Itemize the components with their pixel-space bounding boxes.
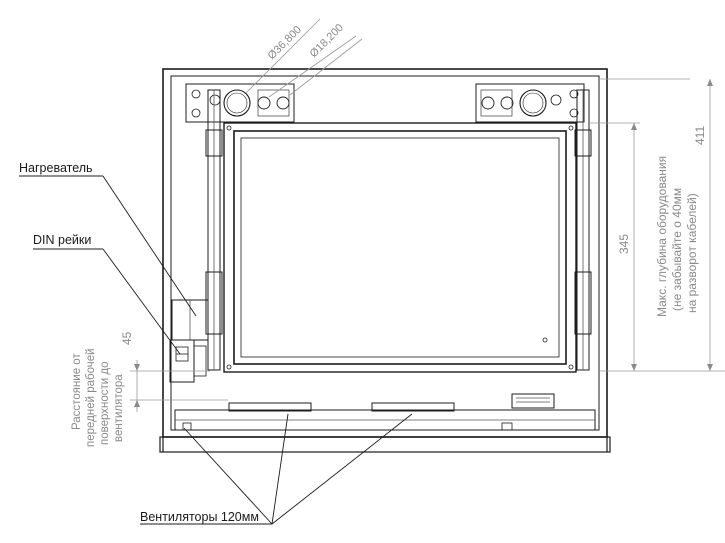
depth-note-line1: Макс. глубина оборудования [655,156,669,317]
dimension-345: 345 [617,234,631,254]
dimension-411: 411 [693,126,707,145]
dimension-45: 45 [120,331,134,345]
din-leader [33,248,181,355]
distance-note-line2: передней рабочей [85,348,97,447]
dimension-dia-small: Ø18,200 [308,22,346,60]
left-rail [205,89,223,371]
depth-note-line3: на разворот кабелей) [685,193,699,313]
label-heater: Нагреватель [19,161,93,175]
depth-note-line2: (не забывайте о 40мм [670,188,684,311]
left-dimension [130,360,228,412]
distance-note-line4: вентилятора [113,374,125,442]
right-dimensions [589,78,725,372]
distance-note-line3: поверхности до [99,361,111,445]
diameter-leaders [245,18,363,98]
heater-leader [19,175,197,317]
right-rail [574,89,592,371]
heater-block [169,299,209,383]
mounting-frame [223,122,577,373]
dimension-dia-large: Ø36,800 [266,24,304,62]
cable-gland-plate-left [185,83,295,123]
fans-leaders [140,413,413,525]
cable-gland-plate-right [475,83,585,123]
fan-tray [174,393,596,431]
label-fans: Вентиляторы 120мм [140,510,259,524]
label-din-rails: DIN рейки [33,233,91,247]
distance-note-line1: Расстояние от [71,353,83,430]
